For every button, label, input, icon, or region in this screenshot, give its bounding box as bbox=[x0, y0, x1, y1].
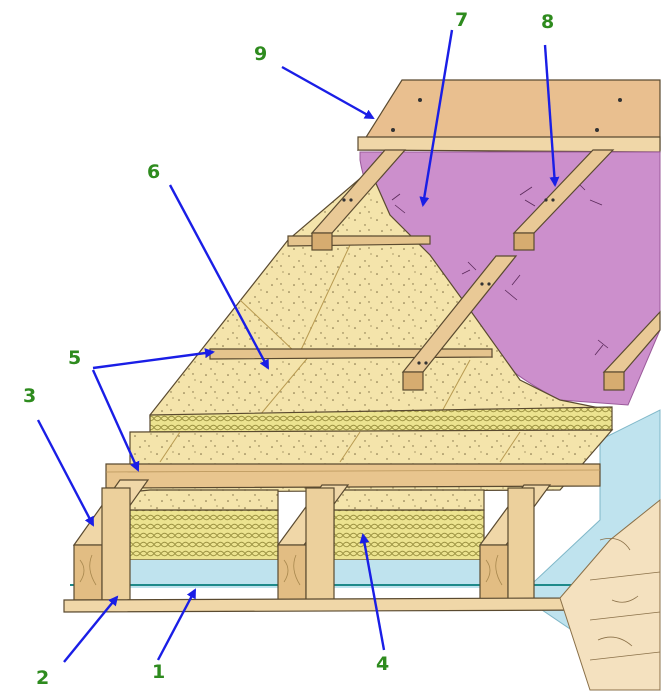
callout-7: 7 bbox=[455, 9, 468, 31]
callout-4: 4 bbox=[376, 653, 389, 675]
arrow-9 bbox=[281, 65, 375, 120]
arrow-2 bbox=[63, 595, 119, 663]
callout-1: 1 bbox=[152, 661, 165, 683]
top-sheathing bbox=[356, 79, 661, 153]
arrow-5b bbox=[91, 369, 140, 472]
arrow-1 bbox=[156, 588, 197, 661]
arrow-4 bbox=[359, 533, 386, 651]
callout-5: 5 bbox=[68, 347, 81, 369]
rafters bbox=[72, 479, 552, 601]
side-boards bbox=[559, 498, 661, 691]
arrow-8 bbox=[543, 44, 560, 187]
arrow-3 bbox=[36, 419, 95, 527]
callout-arrows bbox=[36, 29, 560, 663]
arrow-6 bbox=[168, 184, 270, 370]
battens bbox=[310, 149, 661, 391]
callout-labels: 1 2 3 4 5 6 7 8 9 bbox=[23, 9, 554, 689]
callout-6: 6 bbox=[147, 161, 160, 183]
callout-9: 9 bbox=[254, 43, 267, 65]
callout-8: 8 bbox=[541, 11, 554, 33]
arrow-7 bbox=[419, 29, 454, 207]
callout-2: 2 bbox=[36, 667, 49, 689]
callout-3: 3 bbox=[23, 385, 36, 407]
arrow-5a bbox=[92, 348, 215, 370]
counter-batten-front bbox=[105, 463, 601, 489]
